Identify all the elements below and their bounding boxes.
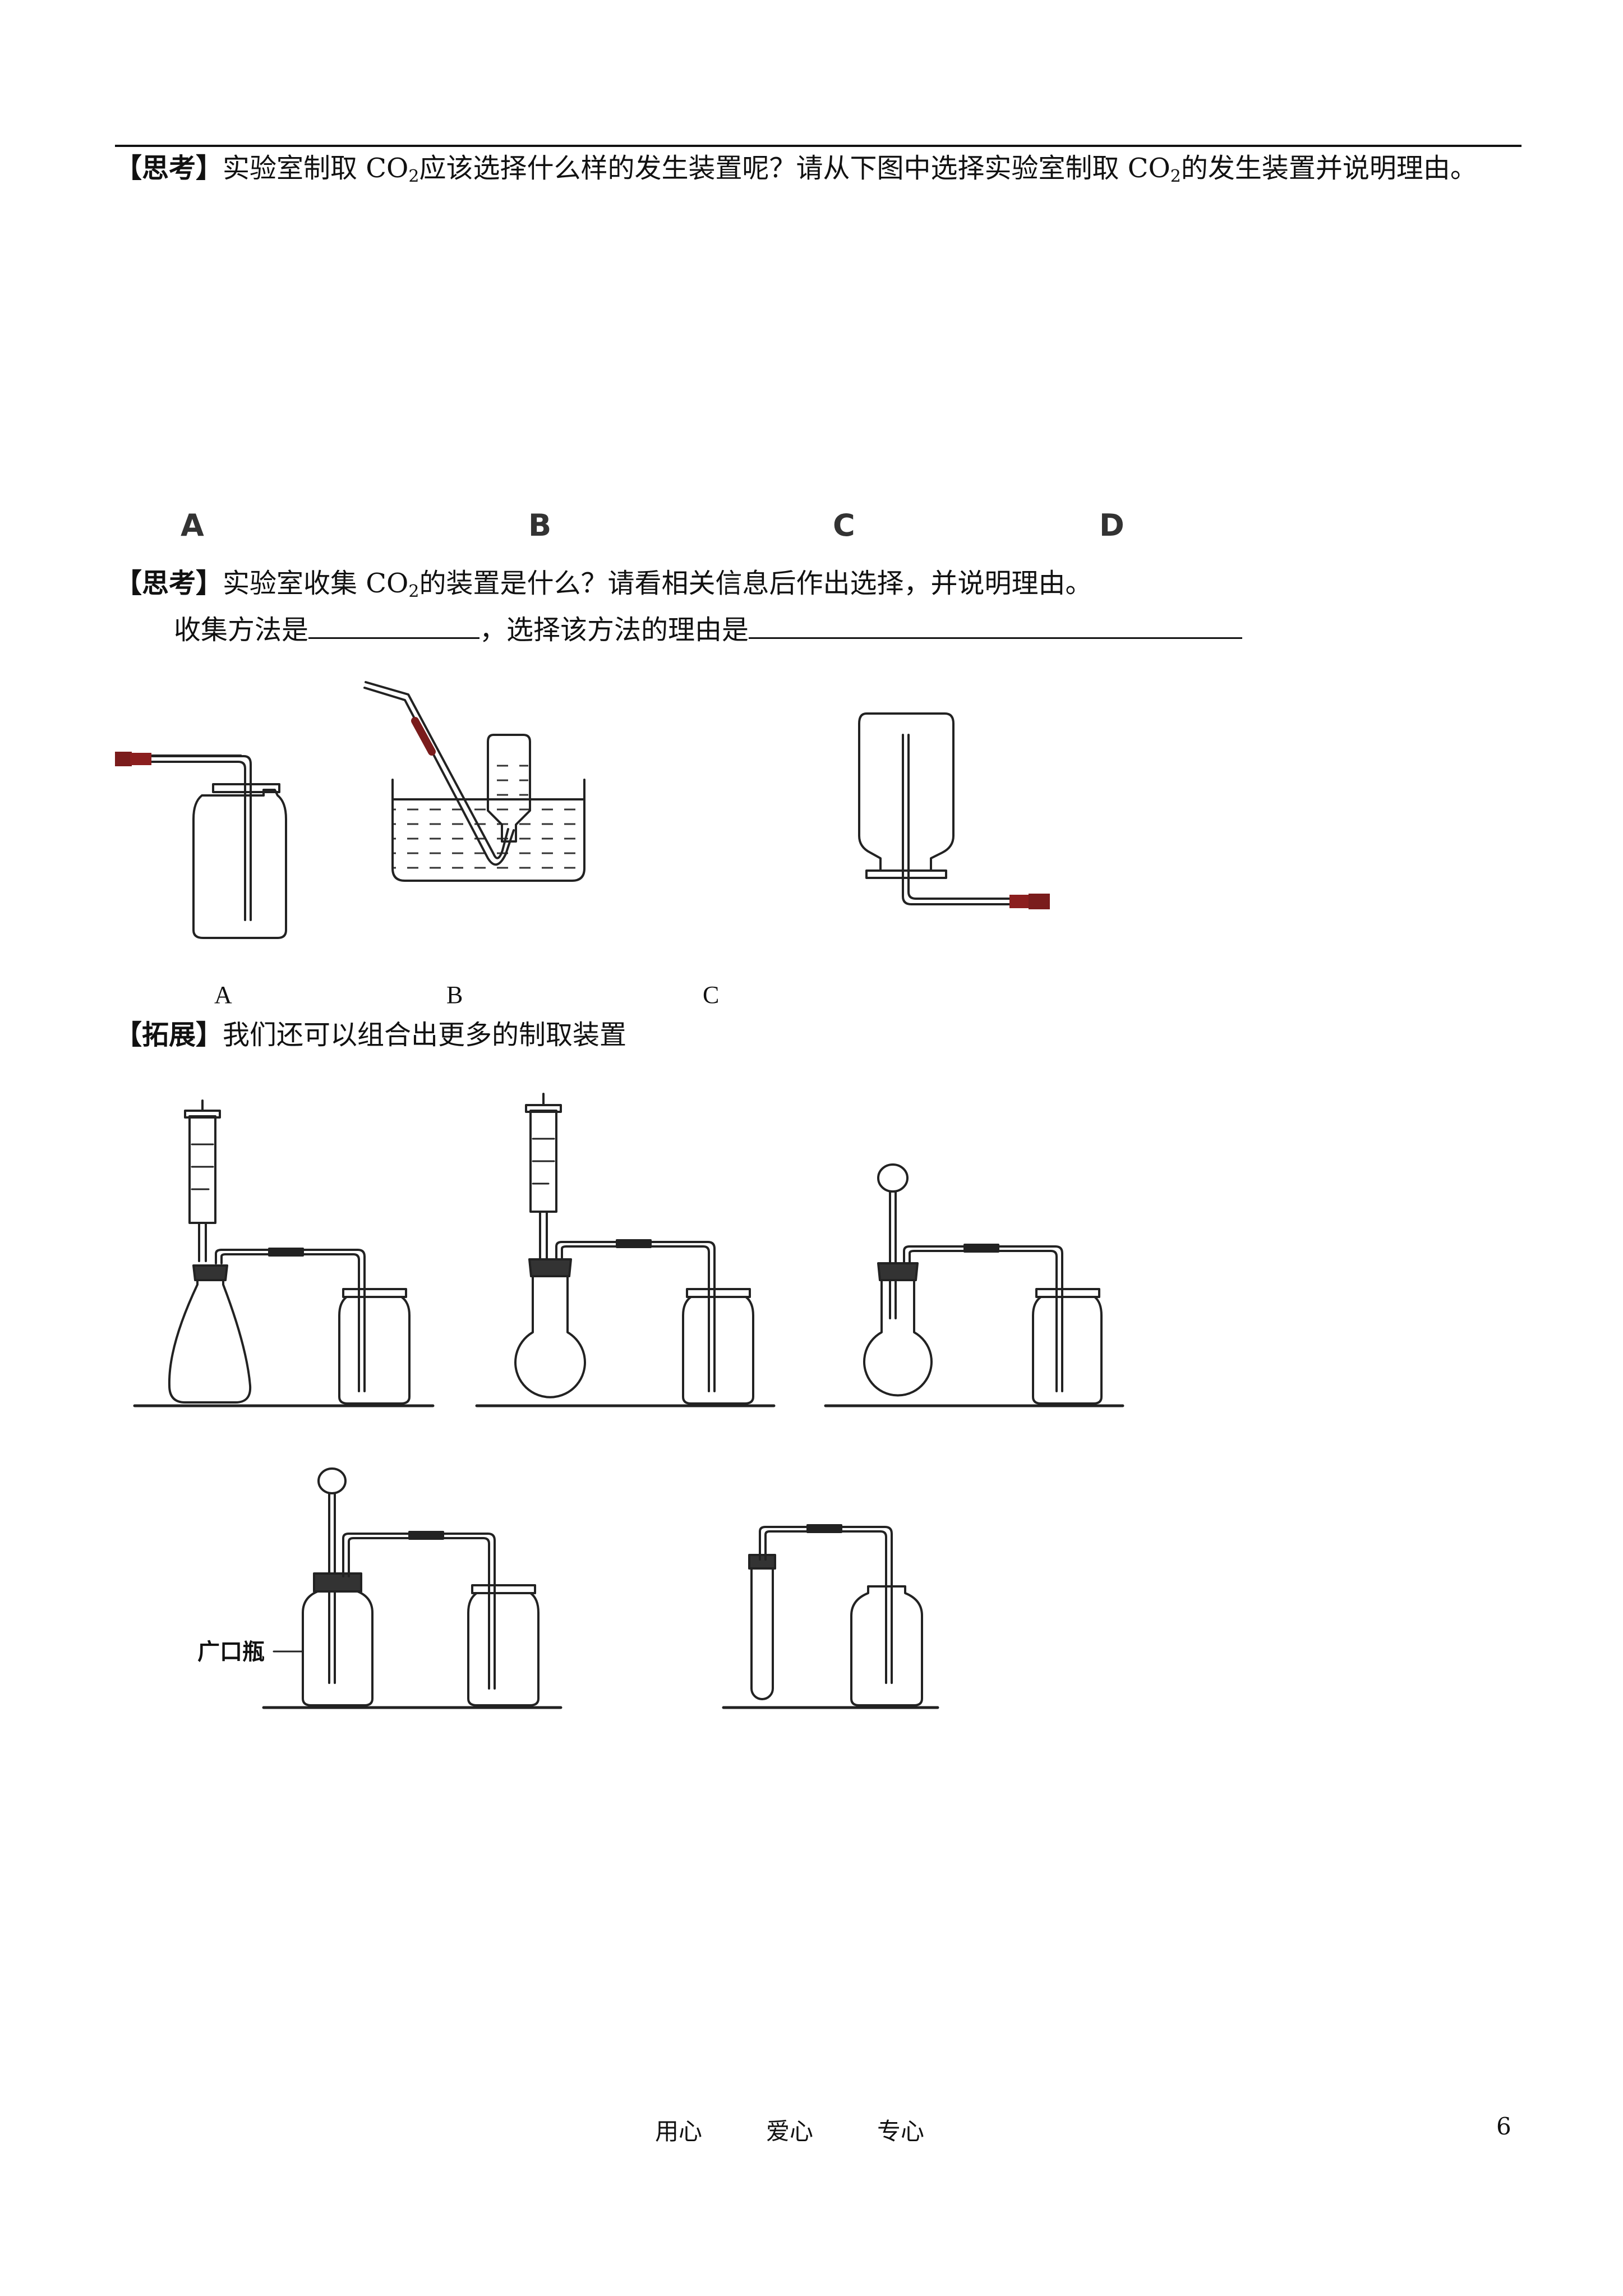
question-generation-apparatus: 【思考】实验室制取 CO2应该选择什么样的发生装置呢？请从下图中选择实验室制取 … bbox=[115, 151, 1477, 194]
figure-label-a: A bbox=[181, 508, 204, 543]
extension-set-2 bbox=[475, 1093, 776, 1407]
collection-c-downward-air-displacement bbox=[858, 712, 1011, 905]
question-text-part: 的装置是什么？请看相关信息后作出选择，并说明理由。 bbox=[419, 568, 1092, 599]
collect-label-a: A bbox=[214, 981, 232, 1009]
fill-in-line: 收集方法是 ，选择该方法的理由是 bbox=[174, 613, 1243, 647]
fill-middle: ，选择该方法的理由是 bbox=[479, 614, 749, 646]
subscript: 2 bbox=[408, 167, 419, 186]
extension-set-3 bbox=[824, 1163, 1124, 1407]
extension-text: 【拓展】我们还可以组合出更多的制取装置 bbox=[115, 1018, 626, 1052]
extension-set-4 bbox=[262, 1467, 562, 1709]
footer-word-3: 专心 bbox=[877, 2118, 925, 2145]
question-text-part: 应该选择什么样的发生装置呢？请从下图中选择实验室制取 CO bbox=[419, 153, 1170, 184]
header-rule bbox=[115, 145, 1521, 147]
collection-a-upward-air-displacement bbox=[141, 754, 287, 939]
footer-word-1: 用心 bbox=[655, 2118, 703, 2145]
method-blank[interactable] bbox=[308, 613, 480, 639]
reason-blank[interactable] bbox=[749, 613, 1243, 639]
question-text-part: 实验室制取 CO bbox=[223, 153, 409, 184]
question-collection-apparatus: 【思考】实验室收集 CO2的装置是什么？请看相关信息后作出选择，并说明理由。 bbox=[115, 567, 1092, 609]
extension-tag: 【拓展】 bbox=[115, 1019, 223, 1051]
page-number: 6 bbox=[1496, 2113, 1511, 2140]
collect-label-b: B bbox=[446, 981, 463, 1009]
question-text-part: 实验室收集 CO bbox=[223, 568, 409, 599]
collection-b-water-displacement bbox=[363, 681, 585, 882]
figure-label-d: D bbox=[1099, 508, 1124, 543]
think-tag: 【思考】 bbox=[115, 153, 223, 184]
collect-label-c: C bbox=[703, 981, 720, 1009]
footer-word-2: 爱心 bbox=[766, 2118, 814, 2145]
figure-label-c: C bbox=[833, 508, 855, 543]
fill-prefix: 收集方法是 bbox=[174, 614, 309, 646]
subscript: 2 bbox=[408, 582, 419, 601]
think-tag: 【思考】 bbox=[115, 568, 223, 599]
extension-set-1 bbox=[133, 1099, 435, 1407]
wide-mouth-bottle-label: 广口瓶 bbox=[197, 1639, 265, 1665]
extension-body: 我们还可以组合出更多的制取装置 bbox=[223, 1019, 627, 1051]
question-text-part: 的发生装置并说明理由。 bbox=[1181, 153, 1477, 184]
extension-set-5 bbox=[722, 1524, 939, 1709]
subscript: 2 bbox=[1170, 167, 1181, 186]
figure-label-b: B bbox=[528, 508, 552, 543]
